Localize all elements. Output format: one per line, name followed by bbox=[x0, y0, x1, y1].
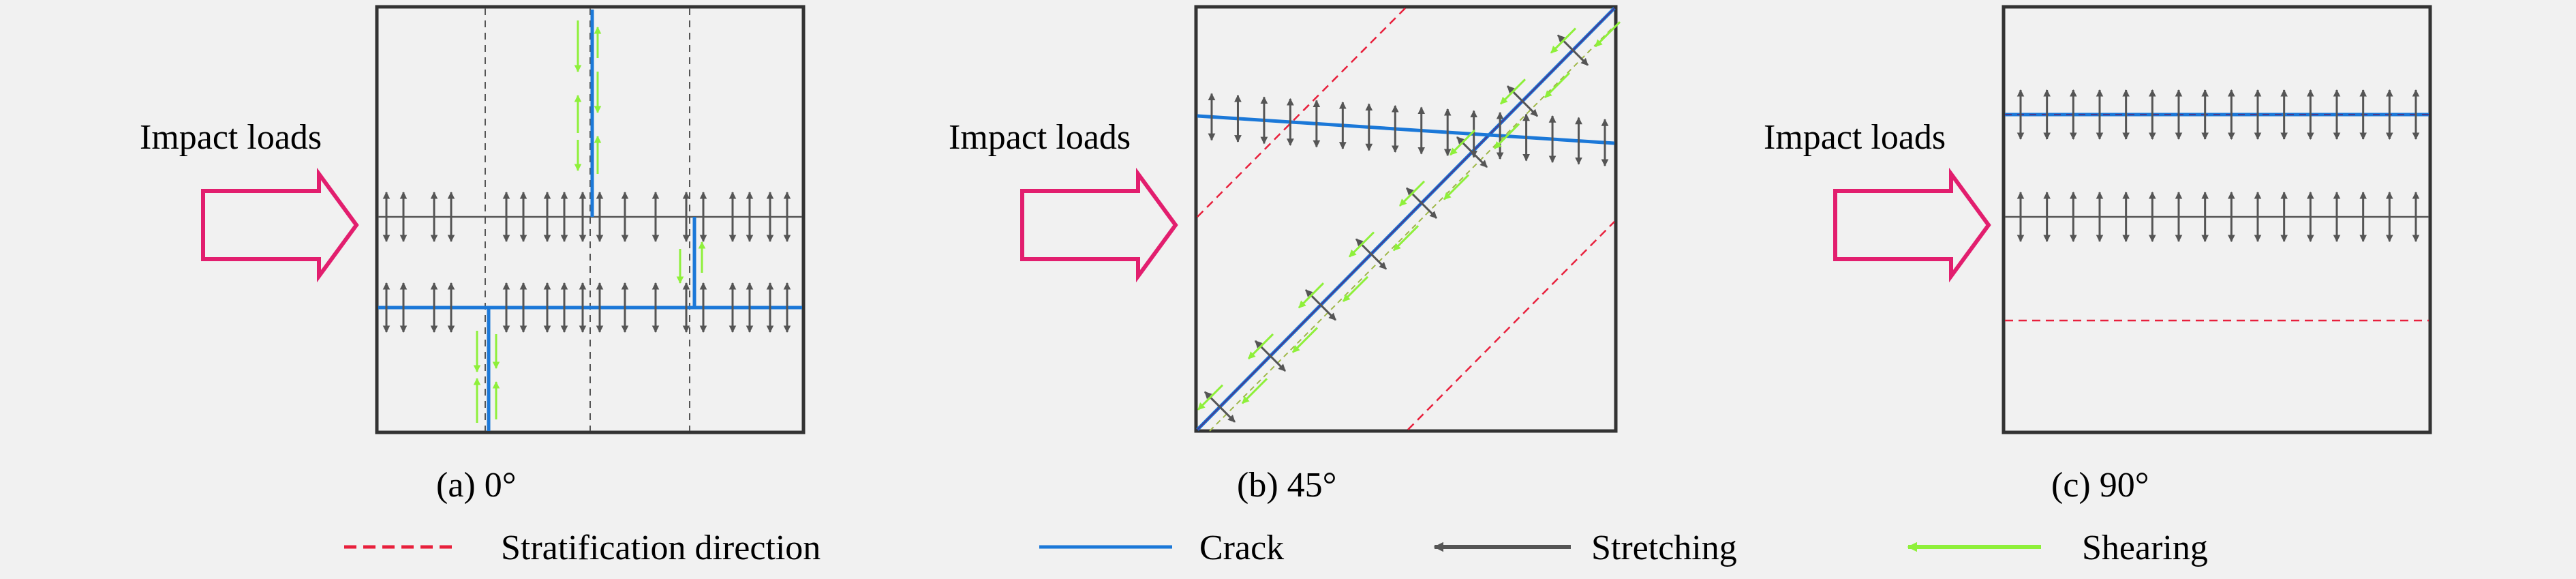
legend-item-stratification: Stratification direction bbox=[344, 529, 821, 567]
shearing-arrow bbox=[1544, 72, 1571, 99]
shearing-arrow bbox=[1241, 378, 1268, 404]
panel-a: Impact loads (a) 0° bbox=[140, 5, 806, 505]
panel-c: Impact loads (c) 90° bbox=[1764, 5, 2432, 505]
impact-loads-label-b: Impact loads bbox=[949, 118, 1131, 157]
shearing-arrows-a bbox=[473, 20, 706, 423]
shearing-arrows-b bbox=[1197, 21, 1621, 411]
caption-b: (b) 45° bbox=[1237, 466, 1336, 505]
legend-label-shearing: Shearing bbox=[2082, 529, 2208, 567]
shearing-arrow bbox=[1247, 333, 1274, 360]
legend-label-stratification: Stratification direction bbox=[501, 529, 821, 567]
legend-label-crack: Crack bbox=[1199, 529, 1284, 567]
legend-label-stretching: Stretching bbox=[1591, 529, 1737, 567]
shearing-arrow bbox=[1493, 123, 1520, 149]
shearing-arrow bbox=[1443, 174, 1470, 201]
legend-item-stretching: Stretching bbox=[1433, 529, 1737, 567]
shearing-arrow bbox=[1348, 231, 1375, 258]
specimen-frame-a bbox=[375, 5, 806, 434]
stretching-arrows-a bbox=[382, 191, 791, 333]
stratification-lines-b bbox=[1197, 8, 1615, 430]
legend-item-crack: Crack bbox=[1039, 529, 1284, 567]
shearing-arrow bbox=[1291, 327, 1319, 353]
impact-loads-label-a: Impact loads bbox=[140, 118, 322, 157]
shearing-arrow bbox=[1342, 276, 1369, 302]
caption-c: (c) 90° bbox=[2051, 466, 2149, 505]
shearing-arrow bbox=[1392, 225, 1420, 252]
shearing-arrow bbox=[1398, 180, 1426, 207]
stretching-arrows-c bbox=[2017, 89, 2420, 243]
caption-a: (a) 0° bbox=[436, 466, 517, 505]
shearing-arrow bbox=[1499, 78, 1527, 105]
impact-arrow-a bbox=[201, 167, 359, 283]
shearing-arrow bbox=[1298, 282, 1325, 309]
specimen-frame-b bbox=[1194, 5, 1618, 433]
stretching-arrows-b bbox=[1203, 34, 1609, 423]
specimen-frame-c bbox=[2002, 5, 2432, 434]
legend-item-shearing: Shearing bbox=[1907, 529, 2208, 567]
panel-b: Impact loads (b) 45° bbox=[949, 5, 1621, 505]
crack-b-center bbox=[1197, 8, 1615, 430]
shearing-arrow bbox=[1197, 384, 1224, 411]
shearing-arrow bbox=[1449, 129, 1476, 156]
shear-offset-lines-b bbox=[1209, 25, 1615, 432]
impact-arrow-b bbox=[1020, 167, 1178, 283]
shearing-arrow bbox=[1594, 21, 1621, 48]
impact-arrow-c bbox=[1833, 167, 1991, 283]
impact-loads-label-c: Impact loads bbox=[1764, 118, 1946, 157]
legend: Stratification direction Crack Stretchin… bbox=[344, 529, 2208, 567]
stratification-guides-a bbox=[485, 8, 690, 431]
shearing-arrow bbox=[1550, 27, 1577, 54]
